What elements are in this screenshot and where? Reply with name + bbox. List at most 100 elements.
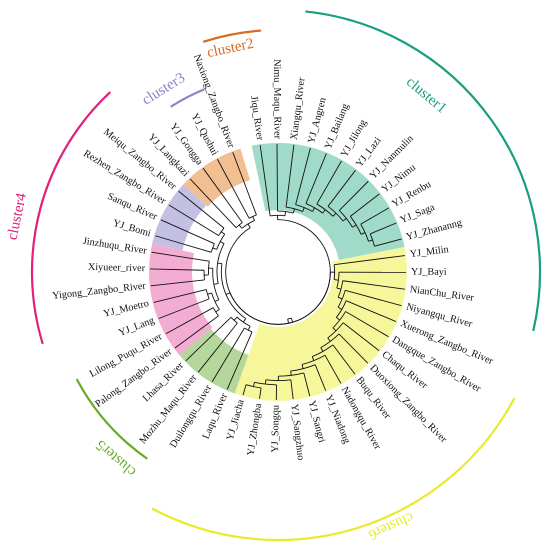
branch-radial-88 xyxy=(290,379,294,400)
branch-radial-116 xyxy=(174,315,219,349)
label-cluster6: cluster6 xyxy=(365,509,415,543)
branch-arc-3 xyxy=(225,219,331,325)
branch-radial-79 xyxy=(324,354,342,384)
branch-radial-33 xyxy=(360,207,390,225)
branch-radial-94 xyxy=(259,387,262,399)
leaf-yj-milin: YJ_Milin xyxy=(409,244,449,260)
branch-arc-90 xyxy=(254,381,277,386)
branch-radial-121 xyxy=(153,289,207,303)
tree-branches xyxy=(150,144,407,400)
branch-radial-70 xyxy=(342,322,380,351)
branch-radial-96 xyxy=(225,292,231,295)
branch-radial-7 xyxy=(284,211,286,216)
arc-cluster2 xyxy=(202,29,262,43)
cluster-arcs xyxy=(30,10,542,542)
branch-radial-46 xyxy=(217,159,250,219)
branch-radial-59 xyxy=(338,296,343,300)
leaf-xiangqu-river: Xiangqu_River xyxy=(289,76,308,140)
leaf-nimu-maqu-river: Nimu_Maqu_River xyxy=(271,59,283,139)
branch-radial-6 xyxy=(259,145,271,216)
branch-radial-27 xyxy=(338,180,369,211)
leaf-xiyueer-river: Xiyueer_river xyxy=(88,262,146,274)
branch-radial-103 xyxy=(211,327,245,383)
leaf-yj-zhongba: YJ_Zhongba xyxy=(246,402,265,456)
branch-radial-108 xyxy=(217,262,223,265)
branch-radial-114 xyxy=(215,309,220,313)
branch-radial-18 xyxy=(305,153,327,204)
branch-radial-58 xyxy=(342,280,405,290)
branch-radial-100 xyxy=(247,326,251,331)
branch-radial-127 xyxy=(150,268,205,271)
branch-arc-123 xyxy=(207,261,210,275)
branch-radial-110 xyxy=(213,283,219,285)
branch-arc-72 xyxy=(320,333,340,349)
branch-radial-22 xyxy=(332,212,337,217)
branch-radial-44 xyxy=(252,216,255,221)
branch-radial-48 xyxy=(287,318,289,324)
branch-arc-93 xyxy=(245,384,262,389)
wedge-cluster1 xyxy=(251,143,405,260)
wedge-cluster2 xyxy=(183,148,251,207)
branch-arc-115 xyxy=(212,307,219,317)
branch-arc-45 xyxy=(248,214,257,219)
branch-arc-14 xyxy=(295,204,313,212)
label-cluster1: cluster1 xyxy=(403,74,450,117)
branch-radial-85 xyxy=(303,372,311,397)
branch-radial-68 xyxy=(332,327,337,332)
branch-radial-82 xyxy=(314,364,327,391)
branch-arc-1 xyxy=(287,317,292,320)
branch-radial-37 xyxy=(374,238,402,247)
leaf-jinzhuqu-river: Jinzhuqu_River xyxy=(82,236,148,257)
leaf-yj-sangzhuo: YJ_Sangzhuo xyxy=(288,403,306,460)
branch-radial-71 xyxy=(327,337,331,342)
branch-radial-104 xyxy=(233,316,238,321)
branch-radial-83 xyxy=(290,371,292,376)
branch-radial-120 xyxy=(158,298,210,319)
branch-radial-73 xyxy=(338,333,369,364)
branch-radial-135 xyxy=(220,231,225,235)
branch-arc-111 xyxy=(212,268,220,300)
branch-radial-129 xyxy=(220,241,225,244)
arc-cluster4 xyxy=(30,91,111,345)
wedge-cluster3 xyxy=(152,184,207,251)
branch-arc-109 xyxy=(216,243,225,284)
leaf-lilong-puqu-river: Lilong_Puqu_River xyxy=(88,331,165,380)
branch-radial-2 xyxy=(290,317,294,323)
leaf-yj-songqu: YJ_Songqu xyxy=(270,405,282,453)
branch-radial-34 xyxy=(368,239,373,242)
label-cluster5: cluster5 xyxy=(93,436,139,479)
leaf-naxiong-zangbo-river: Naxiong_Zangbo_River xyxy=(191,53,237,150)
branch-radial-92 xyxy=(253,382,255,387)
branch-radial-24 xyxy=(327,169,356,207)
branch-radial-126 xyxy=(150,279,205,287)
branch-arc-35 xyxy=(369,233,375,247)
branch-radial-65 xyxy=(336,317,341,321)
branch-radial-28 xyxy=(352,224,357,228)
branch-radial-30 xyxy=(350,193,380,217)
branch-radial-112 xyxy=(214,299,220,302)
branch-radial-10 xyxy=(292,208,295,214)
leaf-xuerong-zangbo-river: Xuerong_Zangbo_River xyxy=(399,318,496,367)
leaf-yj-saga: YJ_Saga xyxy=(399,202,437,226)
branch-arc-78 xyxy=(301,354,326,365)
leaf-yigong-zangbo-river: Yigong_Zangbo_River xyxy=(52,281,147,302)
leaf-yj-angren: YJ_Angren xyxy=(306,96,329,144)
branch-radial-9 xyxy=(276,144,278,212)
branch-radial-128 xyxy=(151,251,210,262)
branch-radial-62 xyxy=(337,306,343,310)
branch-radial-36 xyxy=(370,222,397,235)
branch-radial-15 xyxy=(295,148,311,205)
branch-radial-106 xyxy=(197,322,238,373)
cluster-wedges xyxy=(149,143,408,402)
branch-radial-61 xyxy=(345,289,402,307)
label-cluster3: cluster3 xyxy=(139,70,188,109)
branch-radial-118 xyxy=(207,292,212,295)
leaf-yj-bayi: YJ_Bayi xyxy=(411,267,447,278)
branch-arc-20 xyxy=(316,203,334,217)
branch-radial-12 xyxy=(285,144,295,208)
branch-radial-19 xyxy=(322,209,326,214)
branch-radial-95 xyxy=(242,384,247,396)
arc-cluster5 xyxy=(75,378,148,460)
branch-radial-56 xyxy=(336,287,342,290)
branch-arc-51 xyxy=(333,264,336,280)
